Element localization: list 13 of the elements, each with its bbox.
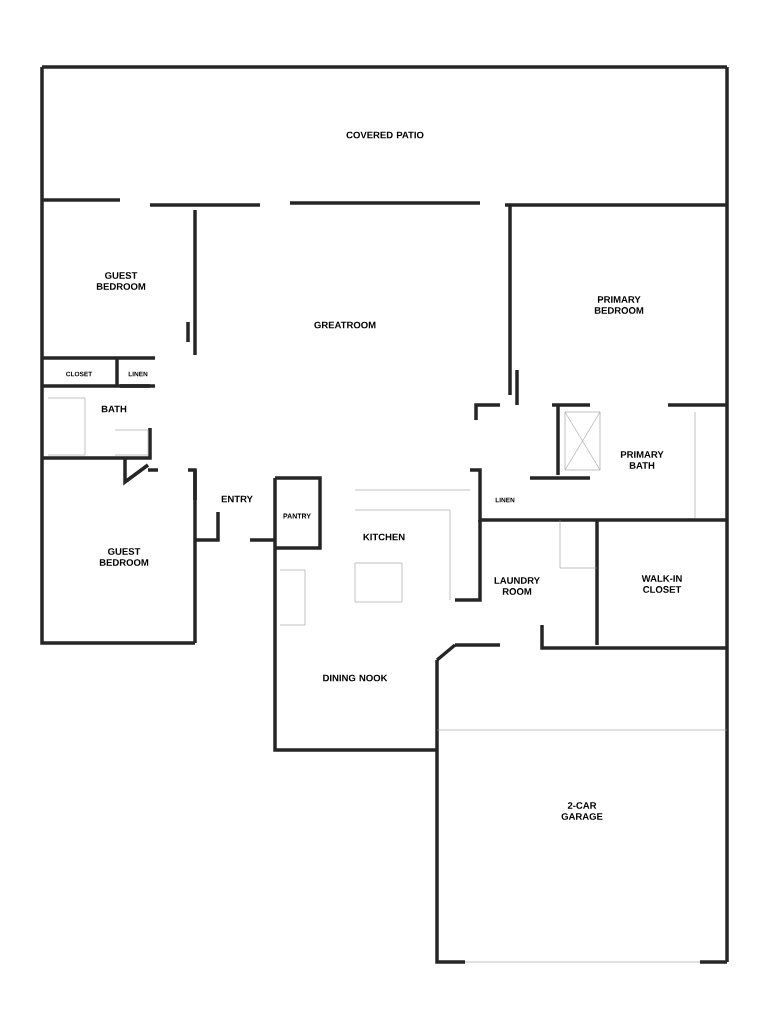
room-label: 2-CAR GARAGE bbox=[561, 802, 603, 820]
room-label: WALK-IN CLOSET bbox=[641, 575, 682, 593]
room-label: PRIMARY BATH bbox=[620, 451, 664, 469]
room-label: ENTRY bbox=[221, 495, 253, 503]
room-label: DINING NOOK bbox=[323, 674, 388, 682]
room-label: GUEST BEDROOM bbox=[96, 272, 146, 290]
room-label: KITCHEN bbox=[363, 533, 405, 541]
room-label: GREATROOM bbox=[314, 321, 376, 329]
room-label: COVERED PATIO bbox=[346, 131, 424, 139]
room-label: LAUNDRY ROOM bbox=[494, 577, 540, 595]
room-label: BATH bbox=[101, 405, 127, 413]
room-label: PRIMARY BEDROOM bbox=[594, 296, 644, 314]
room-label: GUEST BEDROOM bbox=[99, 548, 149, 566]
